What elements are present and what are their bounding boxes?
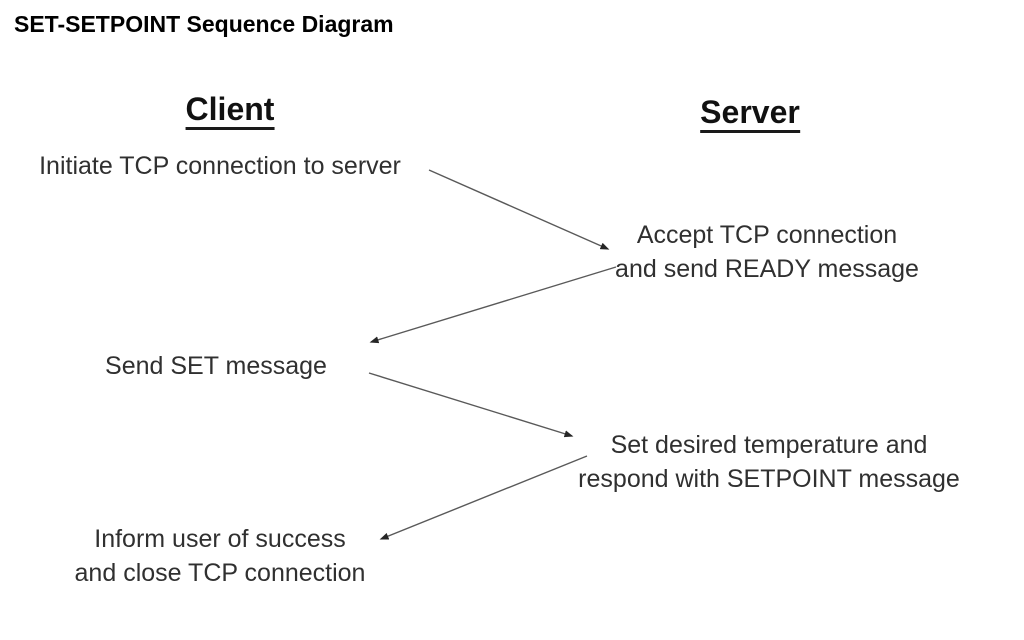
server-header: Server	[700, 95, 800, 133]
message-client-send-set: Send SET message	[105, 349, 327, 383]
diagram-title: SET-SETPOINT Sequence Diagram	[14, 11, 394, 37]
message-client-initiate: Initiate TCP connection to server	[39, 149, 401, 183]
message-server-setpoint: Set desired temperature and respond with…	[578, 428, 960, 496]
arrow-server-ready-to-client	[369, 266, 617, 344]
arrow-client-set-to-server	[368, 372, 574, 438]
message-line: Send SET message	[105, 352, 327, 380]
message-line: Initiate TCP connection to server	[39, 152, 401, 180]
client-header-label: Client	[185, 92, 275, 130]
message-line: respond with SETPOINT message	[578, 465, 960, 493]
client-header: Client	[185, 92, 275, 130]
arrow-server-setpoint-to-client	[379, 455, 588, 540]
message-line: and send READY message	[615, 255, 919, 283]
message-line: Accept TCP connection	[636, 221, 898, 249]
server-header-label: Server	[700, 95, 800, 133]
message-server-accept-ready: Accept TCP connection and send READY mes…	[615, 218, 919, 286]
message-line: and close TCP connection	[74, 559, 366, 587]
arrow-client-initiate-to-server	[428, 169, 610, 250]
message-client-success-close: Inform user of success and close TCP con…	[75, 522, 366, 590]
message-line: Set desired temperature and	[610, 431, 928, 459]
message-line: Inform user of success	[94, 525, 346, 553]
